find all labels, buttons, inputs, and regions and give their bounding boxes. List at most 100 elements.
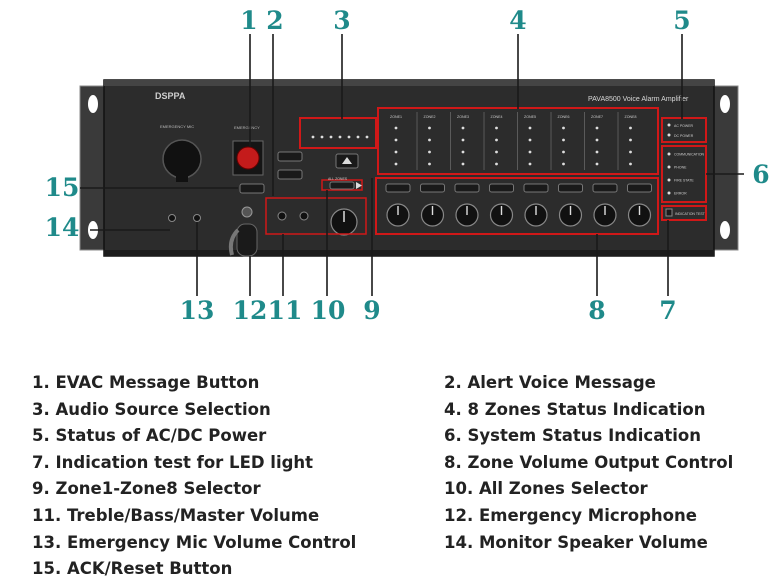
all-zones-label: ALL ZONES [328, 177, 348, 181]
zone-led [495, 126, 498, 130]
zone-label: ZONE1 [390, 115, 402, 119]
callout-4: 4 [509, 6, 527, 35]
zone-selector-buttons [385, 183, 652, 193]
legend-item: 11. Treble/Bass/Master Volume [32, 506, 320, 525]
legend-item: 5. Status of AC/DC Power [32, 426, 267, 446]
zone-label: ZONE7 [591, 115, 603, 119]
treble-knob[interactable] [277, 211, 287, 221]
callout-10: 10 [310, 296, 346, 325]
zone-led [461, 138, 465, 142]
up-arrow-icon [342, 157, 352, 164]
zone-selector-button[interactable] [523, 183, 549, 193]
legend-item: 13. Emergency Mic Volume Control [32, 532, 357, 552]
callout-9: 9 [363, 296, 381, 325]
legend-item: 2. Alert Voice Message [444, 373, 656, 392]
callout-5: 5 [673, 6, 691, 35]
status-label: FIRE STATE [674, 179, 694, 183]
zone-selector-button[interactable] [420, 183, 445, 193]
zone-led [629, 138, 632, 142]
zone-led [595, 126, 599, 130]
callout-13: 13 [179, 296, 215, 325]
legend-item: 6. System Status Indication [444, 426, 701, 446]
emergency-microphone[interactable] [236, 223, 258, 257]
zone-led [528, 162, 532, 166]
status-label: ERROR [674, 192, 687, 196]
zone-selector-button[interactable] [385, 183, 411, 193]
zone-led [595, 162, 599, 166]
zone-control-highlight [375, 177, 659, 235]
bass-knob[interactable] [299, 211, 309, 221]
alert-voice-button-2[interactable] [277, 169, 303, 180]
zone-led [428, 126, 431, 130]
callout-14: 14 [44, 213, 80, 242]
dc-power-label: DC POWER [674, 134, 694, 138]
zone-led [495, 150, 498, 154]
legend-item: 15. ACK/Reset Button [32, 559, 233, 579]
ack-reset-button[interactable] [239, 183, 265, 194]
alert-voice-button[interactable] [277, 151, 303, 162]
zone-led [629, 126, 632, 130]
zone-led [629, 162, 632, 166]
legend-item: 1. EVAC Message Button [32, 373, 260, 392]
ac-power-label: AC POWER [674, 124, 694, 128]
status-led [667, 178, 671, 182]
zone-label: ZONE2 [424, 115, 436, 119]
legend-item: 3. Audio Source Selection [32, 399, 271, 419]
zone-led [528, 150, 532, 154]
tone-control-highlight [265, 197, 367, 235]
em-mic-volume-knob[interactable] [193, 214, 201, 222]
zone-led [629, 150, 632, 154]
brand-logo: DSPPA [155, 91, 186, 101]
zone-led [495, 138, 498, 142]
zone-led [428, 162, 431, 166]
monitor-volume-knob[interactable] [168, 214, 176, 222]
rack-hole [88, 95, 98, 113]
zone-led [562, 138, 565, 142]
zone-selector-button[interactable] [627, 183, 652, 193]
callout-6: 6 [752, 160, 770, 189]
status-led [667, 152, 671, 156]
legend-item: 9. Zone1-Zone8 Selector [32, 479, 261, 499]
emergency-mic-label: EMERGENCY MIC [160, 124, 194, 129]
status-led [667, 165, 671, 169]
legend-item: 4. 8 Zones Status Indication [444, 399, 706, 419]
rack-hole [720, 221, 730, 239]
zone-led [528, 138, 532, 142]
status-label: PHONE [674, 166, 687, 170]
zone-selector-button[interactable] [454, 183, 480, 193]
zone-volume-knobs [386, 203, 652, 227]
callout-2: 2 [266, 6, 284, 35]
zone-selector-button[interactable] [489, 183, 514, 193]
zone-label: ZONE5 [524, 115, 536, 119]
legend-item: 14. Monitor Speaker Volume [444, 532, 708, 552]
callout-1: 1 [240, 6, 258, 35]
indication-test-button[interactable] [665, 208, 673, 217]
arrow-right-icon [356, 182, 362, 189]
evac-button[interactable] [236, 146, 260, 170]
zone-selector-button[interactable] [558, 183, 583, 193]
audio-source-highlight [299, 117, 377, 149]
zone-led [428, 138, 431, 142]
zone-selector-button[interactable] [592, 183, 618, 193]
model-label: PAVA8500 Voice Alarm Amplifier [588, 96, 689, 103]
indication-test-highlight [661, 205, 707, 221]
legend-item: 12. Emergency Microphone [444, 506, 697, 525]
callout-12: 12 [232, 296, 268, 325]
all-zones-button[interactable] [329, 181, 355, 190]
status-label: COMMUNICATION [674, 153, 705, 157]
power-status-highlight [661, 117, 707, 143]
zone-led [394, 162, 398, 166]
legend-item: 8. Zone Volume Output Control [444, 452, 734, 472]
zone-label: ZONE8 [625, 115, 637, 119]
zone-label: ZONE6 [558, 115, 570, 119]
front-face [103, 79, 715, 257]
zone-led [495, 162, 498, 166]
callout-8: 8 [588, 296, 606, 325]
emergency-label: EMERGENCY [234, 125, 260, 130]
zone-led [461, 150, 465, 154]
zone-led [394, 126, 398, 130]
callout-7: 7 [659, 296, 677, 325]
zone-led [461, 162, 465, 166]
zone-led [562, 126, 565, 130]
